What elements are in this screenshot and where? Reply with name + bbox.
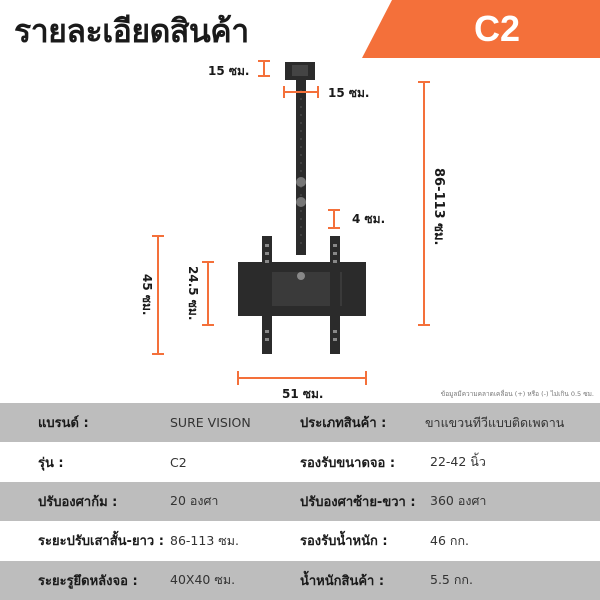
- page-title: รายละเอียดสินค้า: [14, 12, 249, 50]
- pole-knob: [296, 177, 306, 187]
- dim-bracket-outer-height: 45 ซม.: [140, 274, 154, 316]
- spec-row: รุ่น : C2 รองรับขนาดจอ : 22-42 นิ้ว: [0, 442, 600, 482]
- dim-bracket-width: 51 ซม.: [282, 387, 324, 401]
- product-diagram: 15 ซม. 15 ซม. 86-113 ซม. 4 ซม. 45 ซม. 24…: [0, 58, 600, 401]
- dim-top-plate-width: 15 ซม.: [328, 86, 370, 100]
- mount-drawing: [152, 60, 430, 385]
- spec-value: 22-42 นิ้ว: [430, 454, 486, 470]
- spec-label: ประเภทสินค้า :: [300, 416, 387, 432]
- spec-value: 40X40 ซม.: [170, 572, 236, 588]
- spec-value: 20 องศา: [170, 493, 219, 509]
- spec-label: ระยะรูยึดหลังจอ :: [38, 573, 138, 589]
- dim-bracket-inner-height: 24.5 ซม.: [186, 266, 200, 321]
- dim-hole-spacing: 4 ซม.: [352, 212, 386, 226]
- pole-knob: [296, 197, 306, 207]
- model-tab-shape: [362, 0, 600, 58]
- tolerance-note: ข้อมูลมีความคลาดเคลื่อน (+) หรือ (-) ไม่…: [440, 390, 594, 398]
- spec-value: 360 องศา: [430, 493, 487, 509]
- spec-row: ปรับองศาก้ม : 20 องศา ปรับองศาซ้าย-ขวา :…: [0, 481, 600, 522]
- spec-value: 46 กก.: [430, 532, 469, 548]
- spec-label: ปรับองศาก้ม :: [38, 494, 118, 510]
- spec-label: ระยะปรับเสาสั้น-ยาว :: [38, 534, 164, 550]
- spec-label: น้ำหนักสินค้า :: [300, 573, 385, 589]
- spec-row: ระยะรูยึดหลังจอ : 40X40 ซม. น้ำหนักสินค้…: [0, 560, 600, 600]
- spec-value: ขาแขวนทีวีแบบติดเพดาน: [425, 414, 565, 430]
- dim-top-plate-height: 15 ซม.: [208, 64, 250, 78]
- spec-label: รองรับขนาดจอ :: [300, 455, 396, 471]
- spec-row: แบรนด์ : SURE VISION ประเภทสินค้า : ขาแข…: [0, 403, 600, 443]
- left-rail: [262, 236, 272, 354]
- spec-label: แบรนด์ :: [38, 416, 89, 432]
- spec-label: ปรับองศาซ้าย-ขวา :: [300, 494, 416, 510]
- right-rail: [330, 236, 340, 354]
- spec-value: 5.5 กก.: [430, 572, 473, 588]
- model-label: C2: [473, 8, 520, 49]
- dim-pole-length: 86-113 ซม.: [431, 168, 446, 246]
- spec-table: แบรนด์ : SURE VISION ประเภทสินค้า : ขาแข…: [0, 403, 600, 600]
- header-banner: รายละเอียดสินค้า C2: [0, 0, 600, 58]
- pole: [296, 80, 306, 255]
- spec-row: ระยะปรับเสาสั้น-ยาว : 86-113 ซม. รองรับน…: [0, 521, 600, 561]
- spec-value: C2: [170, 454, 187, 470]
- spec-value: 86-113 ซม.: [170, 532, 239, 548]
- spec-label: รุ่น :: [38, 455, 64, 471]
- spec-value: SURE VISION: [170, 415, 251, 431]
- spec-label: รองรับน้ำหนัก :: [300, 534, 388, 550]
